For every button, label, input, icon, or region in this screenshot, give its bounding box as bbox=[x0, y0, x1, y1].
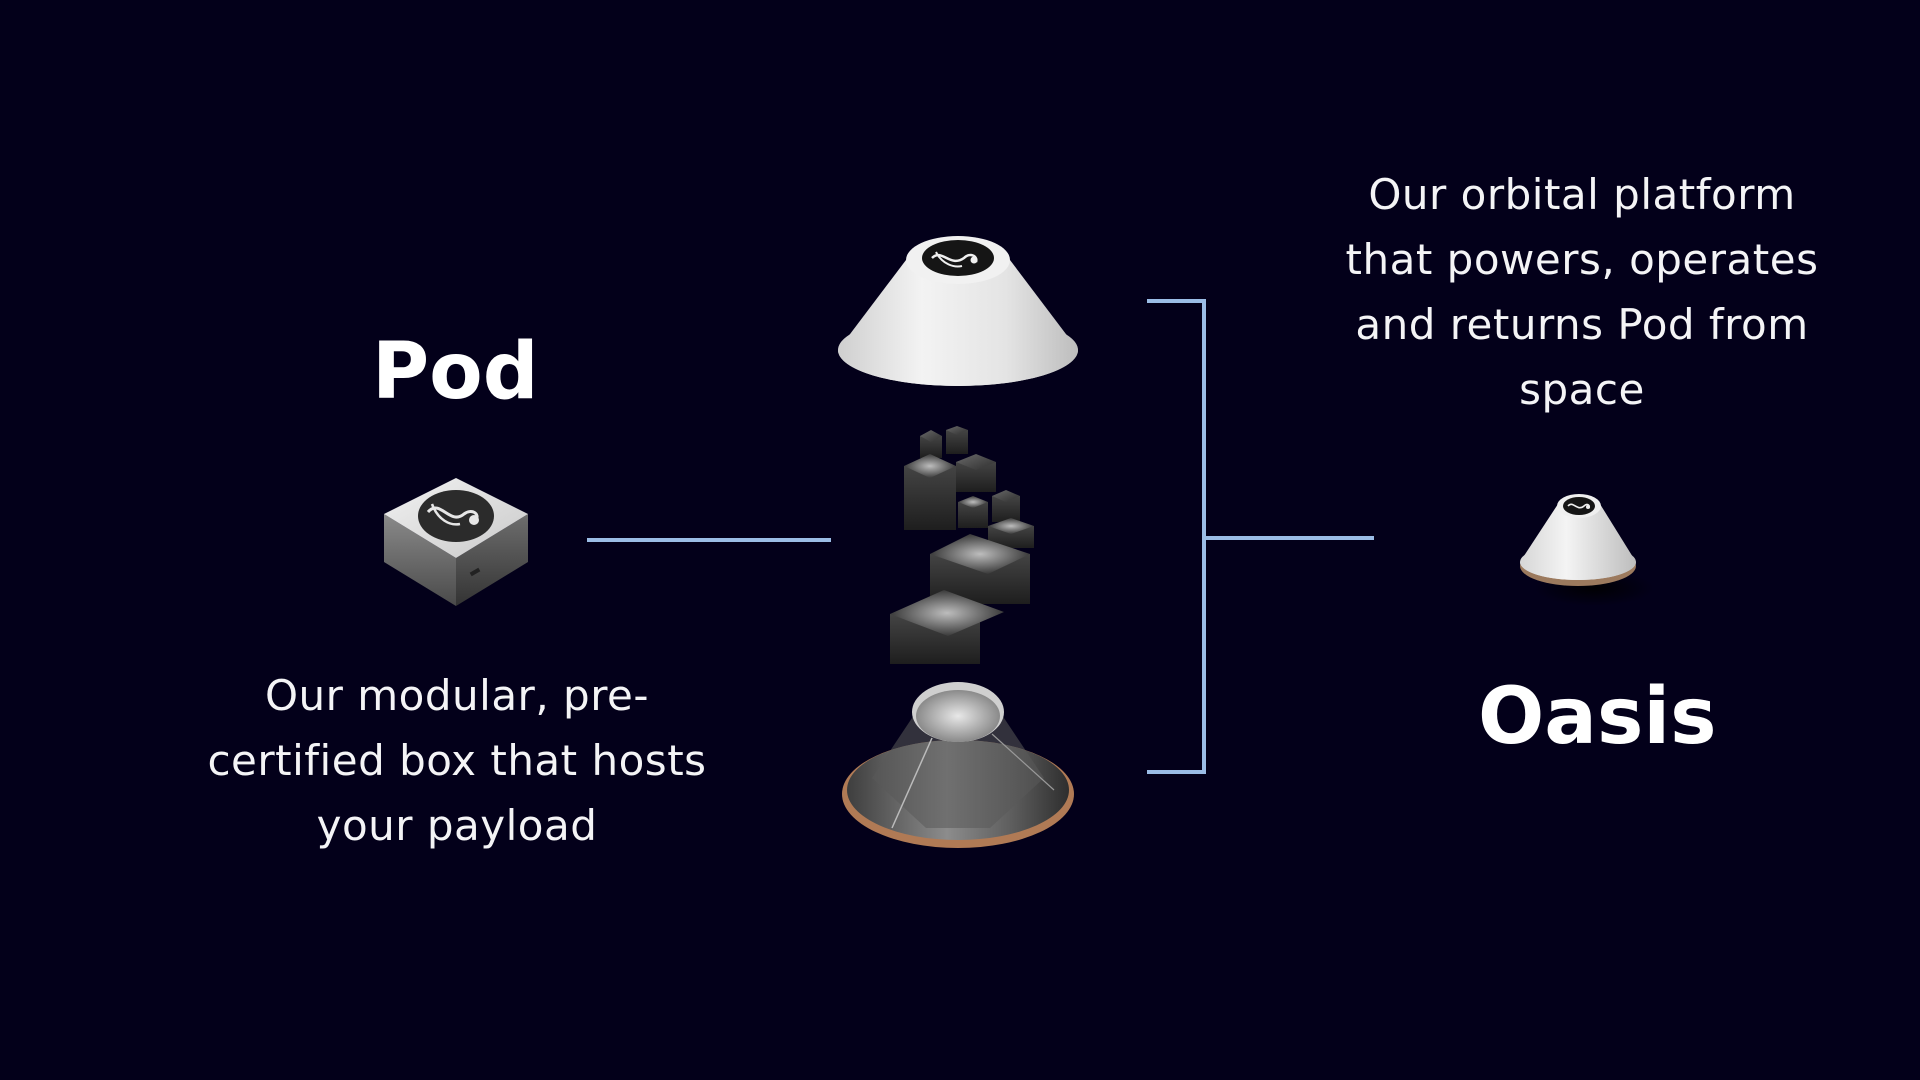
pod-connector-line bbox=[587, 538, 831, 542]
oasis-description: Our orbital platform that powers, operat… bbox=[1282, 162, 1882, 422]
pod-title: Pod bbox=[372, 327, 539, 417]
oasis-connector-line bbox=[1206, 536, 1374, 540]
pod-description-line: your payload bbox=[316, 801, 598, 850]
oasis-description-line: Our orbital platform bbox=[1368, 170, 1796, 219]
oasis-description-line: and returns Pod from bbox=[1355, 300, 1809, 349]
pod-box-icon bbox=[380, 474, 532, 610]
pod-description-line: certified box that hosts bbox=[207, 736, 707, 785]
service-module-base-icon bbox=[840, 678, 1076, 850]
pod-description-line: Our modular, pre- bbox=[264, 671, 650, 720]
bracket-top-line bbox=[1147, 299, 1206, 303]
bracket-bottom-line bbox=[1147, 770, 1206, 774]
oasis-description-line: that powers, operates bbox=[1345, 235, 1819, 284]
pod-description: Our modular, pre- certified box that hos… bbox=[157, 663, 757, 858]
oasis-capsule-icon bbox=[1514, 488, 1654, 608]
stacked-pods-icon bbox=[888, 426, 1034, 666]
bracket-vertical-line bbox=[1202, 299, 1206, 774]
cone-heatshield-icon bbox=[836, 226, 1080, 388]
oasis-title: Oasis bbox=[1478, 672, 1717, 762]
oasis-description-line: space bbox=[1519, 365, 1645, 414]
